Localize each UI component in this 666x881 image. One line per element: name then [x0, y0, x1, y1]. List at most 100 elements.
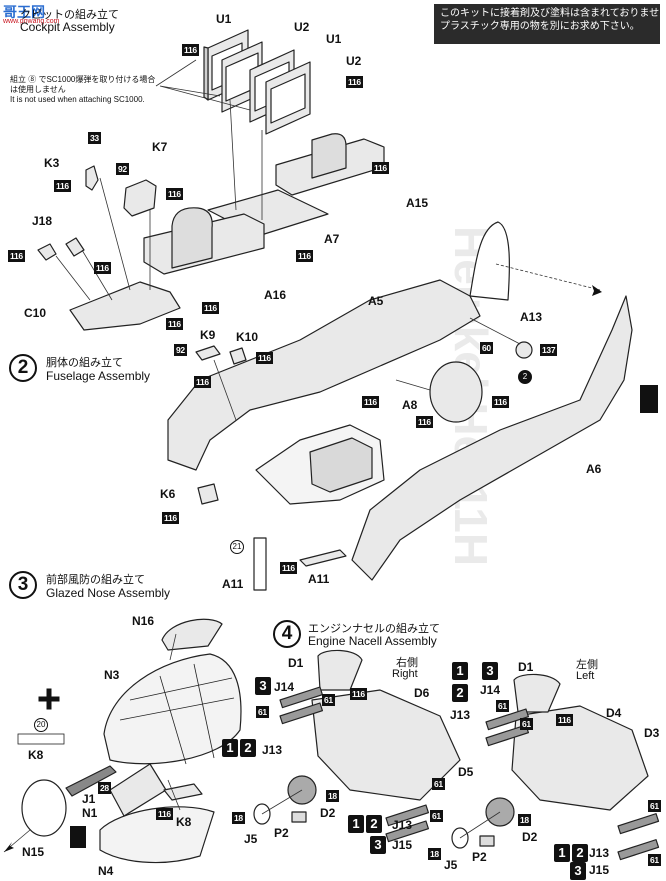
exhaust-stacks — [279, 686, 660, 861]
paint-code-badge: 116 — [296, 250, 313, 262]
paint-code-badge: 61 — [520, 718, 533, 730]
part-label: U2 — [346, 54, 362, 68]
part-label: K8 — [28, 748, 44, 762]
part-label: J15 — [392, 838, 413, 852]
part-label: P2 — [274, 826, 289, 840]
part-label: J5 — [444, 858, 458, 872]
part-label: D2 — [320, 806, 336, 820]
p2-left — [479, 835, 495, 847]
tail-wheel-a13 — [515, 341, 533, 359]
paint-code-badge: 116 — [372, 162, 389, 174]
part-label: A11 — [222, 577, 244, 591]
subassembly-ref: 3 — [482, 662, 498, 680]
part-label: K8 — [176, 815, 192, 829]
part-label: K6 — [160, 487, 176, 501]
paint-code-badge: 18 — [428, 848, 441, 860]
paint-code-badge: 116 — [166, 318, 183, 330]
sc1000-note-line-2: は使用しません — [10, 85, 66, 94]
paint-code-badge: 116 — [350, 688, 367, 700]
side-left-en: Left — [576, 670, 595, 682]
fuselage-half-a6 — [351, 295, 633, 581]
subassembly-ref: 3 — [255, 677, 271, 695]
upper-glazing-n16 — [161, 618, 223, 651]
notice-line-2: プラスチック専用の物を別にお求め下さい。 — [440, 21, 640, 32]
sc1000-note-line-3: It is not used when attaching SC1000. — [10, 95, 145, 104]
part-label: U2 — [294, 20, 310, 34]
paint-code-badge: 28 — [98, 782, 111, 794]
paint-code-badge: 61 — [322, 694, 335, 706]
part-label: A8 — [402, 398, 418, 412]
paint-code-badge: 61 — [648, 800, 661, 812]
notice-box: このキットに接着剤及び塗料は含まれておりません。 プラスチック専用の物を別にお求… — [434, 4, 666, 44]
subassembly-ref: 3 — [370, 836, 386, 854]
watermark-logo: 哥王网 — [3, 4, 45, 20]
vertical-tail-outline — [469, 221, 510, 301]
panel-a11 — [299, 549, 347, 567]
step4-number: 4 — [273, 620, 301, 648]
part-label: D6 — [414, 686, 430, 700]
part-j18-a — [37, 243, 57, 261]
notice-line-1: このキットに接着剤及び塗料は含まれておりません。 — [440, 8, 666, 19]
step4-title-en: Engine Nacell Assembly — [308, 634, 437, 648]
subassembly-ref: 2 — [366, 815, 382, 833]
paint-code-badge: 61 — [256, 706, 269, 718]
part-label: J18 — [32, 214, 53, 228]
part-label: K3 — [44, 156, 60, 170]
part-label: J14 — [274, 680, 295, 694]
paint-code-badge: 61 — [496, 700, 509, 712]
paint-code-badge: 116 — [202, 302, 219, 314]
part-label: J13 — [589, 846, 610, 860]
subassembly-ref: 1 — [554, 844, 570, 862]
decal-marker-icons — [70, 385, 658, 848]
side-right-en: Right — [392, 668, 418, 680]
part-label: N15 — [22, 845, 45, 859]
fuselage-half-a5 — [167, 279, 481, 471]
decal-number: 2 — [518, 370, 532, 384]
nacelle-left-d4 — [511, 705, 649, 811]
part-label: J13 — [262, 743, 283, 757]
part-label: A11 — [308, 572, 330, 586]
paint-code-badge: 116 — [54, 180, 71, 192]
part-label: N4 — [98, 864, 114, 878]
paint-code-badge: 116 — [256, 352, 273, 364]
part-label: U1 — [216, 12, 232, 26]
lower-glazing-n4 — [99, 806, 215, 864]
part-label: J15 — [589, 863, 610, 877]
step2-title-jp: 胴体の組み立て — [46, 357, 123, 369]
panel-a11-front — [253, 537, 267, 591]
subassembly-ref: 1 — [222, 739, 238, 757]
gun-j1 — [65, 765, 117, 797]
decal-number: 20 — [34, 718, 48, 732]
part-label: J14 — [480, 683, 501, 697]
part-label: D3 — [644, 726, 660, 740]
paint-code-badge: 116 — [166, 188, 183, 200]
part-label: A15 — [406, 196, 429, 210]
step3-title-jp: 前部風防の組み立て — [46, 574, 145, 586]
part-label: K7 — [152, 140, 168, 154]
p2-right — [291, 811, 307, 823]
part-label: A7 — [324, 232, 340, 246]
paint-code-badge: 116 — [280, 562, 297, 574]
step1-title-en: Cockpit Assembly — [20, 20, 115, 34]
bulkhead-a16-frame — [171, 207, 213, 269]
paint-code-badge: 18 — [518, 814, 531, 826]
part-label: D1 — [518, 660, 534, 674]
subassembly-ref: 1 — [452, 662, 468, 680]
paint-code-badge: 116 — [346, 76, 363, 88]
arrows — [4, 285, 602, 852]
hatch-a8 — [429, 361, 483, 423]
paint-code-badge: 116 — [556, 714, 573, 726]
decal-strip — [17, 733, 65, 745]
watermark-url: www.gowang.com — [3, 18, 60, 25]
paint-code-badge: 18 — [326, 790, 339, 802]
paint-code-badge: 61 — [432, 778, 445, 790]
part-label: N16 — [132, 614, 155, 628]
part-label: J13 — [450, 708, 471, 722]
paint-code-badge: 61 — [648, 854, 661, 866]
paint-code-badge: 116 — [156, 808, 173, 820]
paint-code-badge: 116 — [162, 512, 179, 524]
paint-code-badge: 61 — [430, 810, 443, 822]
part-k6 — [197, 483, 219, 505]
nacelle-left-cowl-d1 — [513, 673, 561, 713]
